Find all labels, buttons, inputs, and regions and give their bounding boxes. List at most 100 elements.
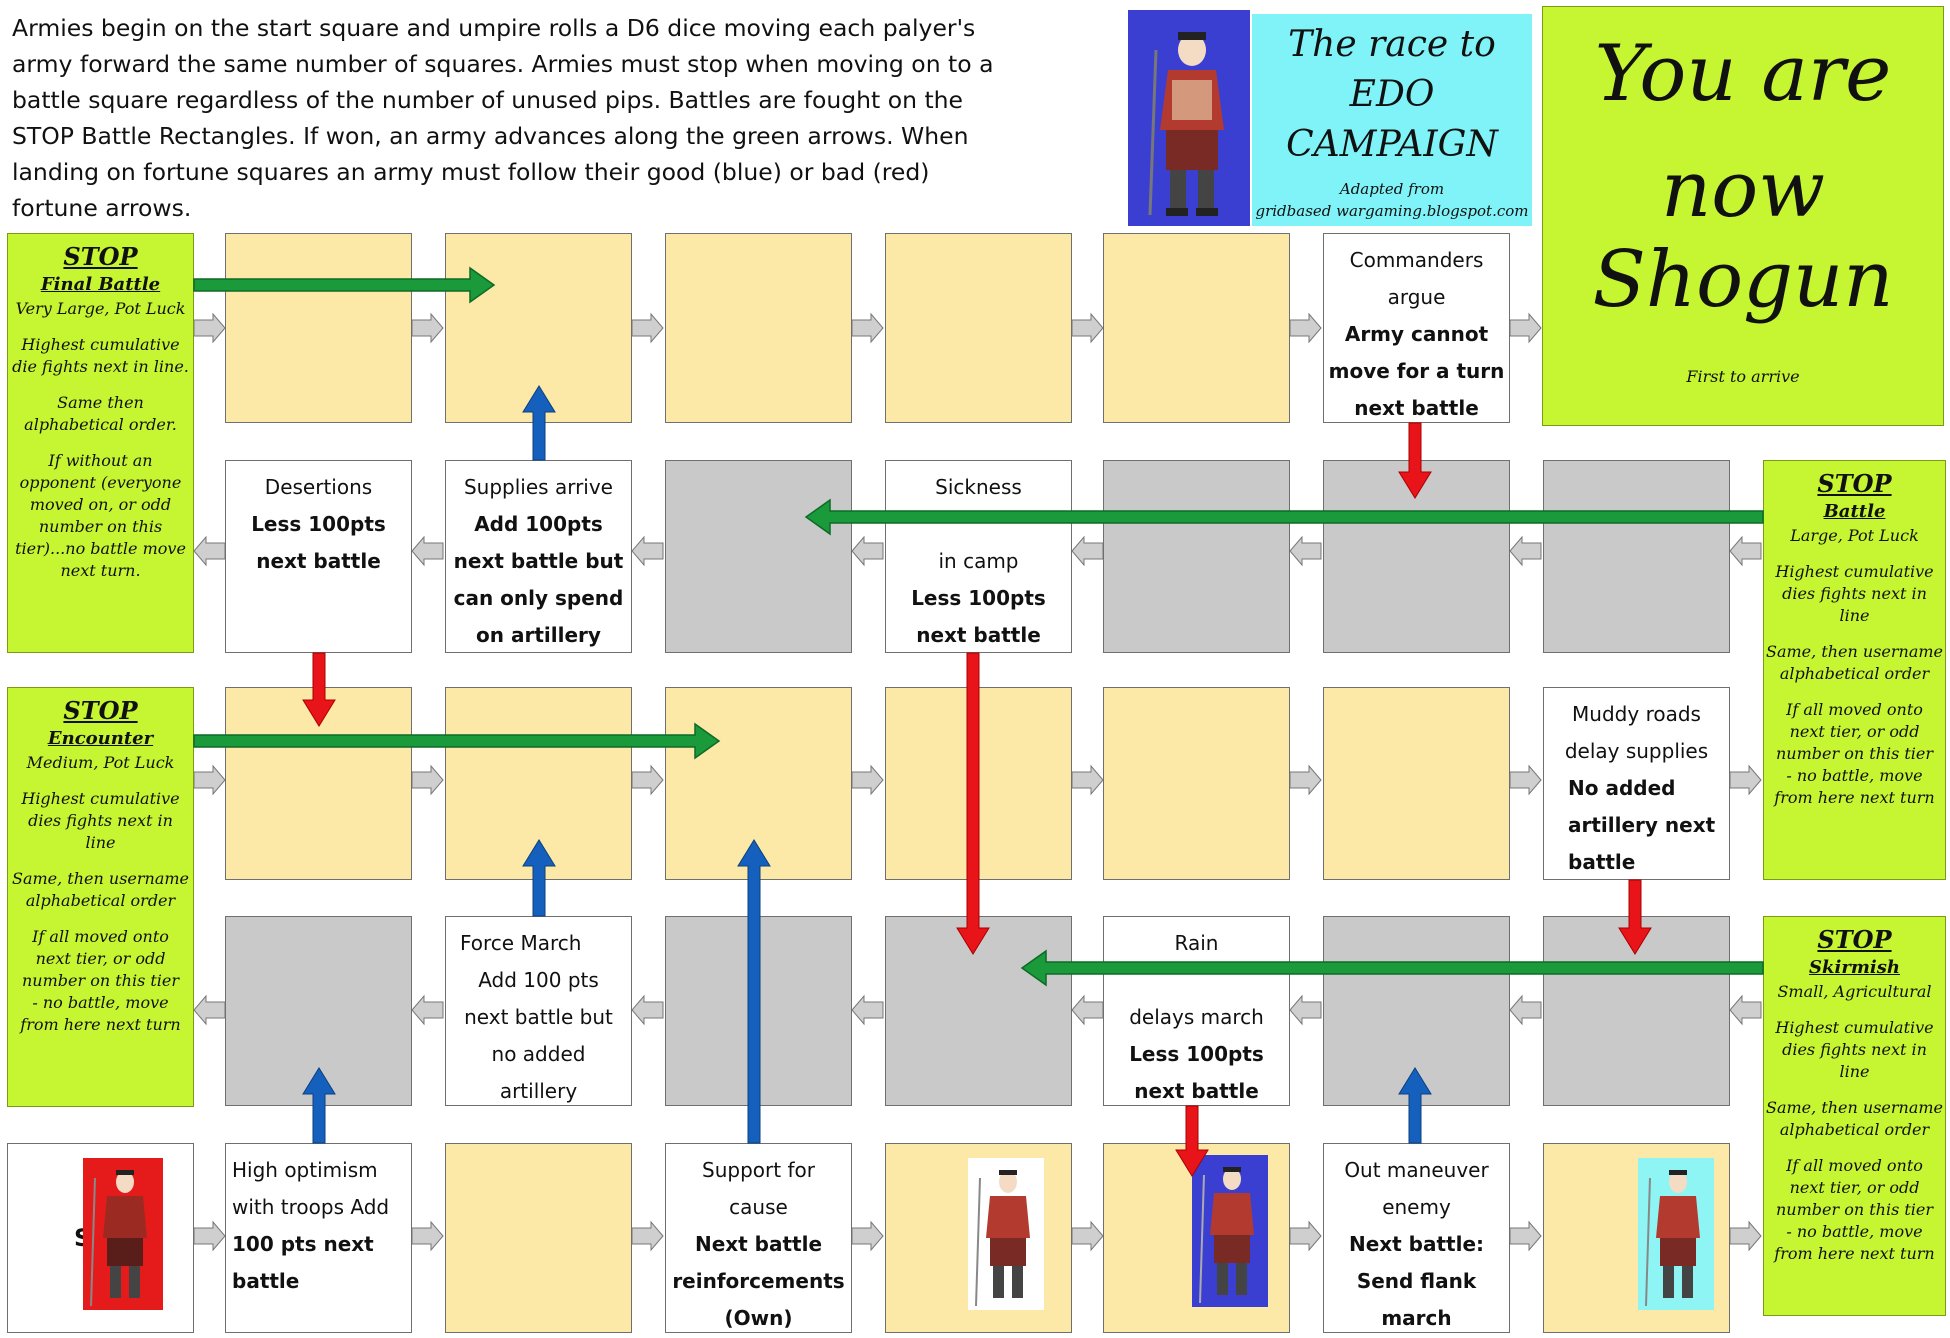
board-square[interactable]: [225, 233, 412, 423]
square-text: Muddy roads: [1572, 702, 1701, 726]
connector-arrow: [1289, 312, 1322, 344]
connector-arrow: [1071, 1220, 1104, 1252]
board-square[interactable]: [885, 916, 1072, 1106]
stop-title: STOP: [1817, 925, 1892, 954]
stop-skirmish[interactable]: STOP Skirmish Small, Agricultural Highes…: [1763, 916, 1946, 1316]
square-text: argue: [1387, 285, 1446, 309]
fortune-force-march[interactable]: Force March Add 100 pts next battle but …: [445, 916, 632, 1106]
board-square[interactable]: [1103, 460, 1290, 653]
square-text: on artillery: [476, 623, 601, 647]
connector-arrow: [851, 764, 884, 796]
stop-rule: Highest cumulative: [21, 335, 180, 354]
connector-arrow: [1509, 312, 1542, 344]
square-text: artillery: [499, 1079, 578, 1103]
connector-arrow: [411, 312, 444, 344]
player-token-cyan[interactable]: [1638, 1158, 1714, 1310]
stop-rule: from here next turn: [20, 1015, 181, 1034]
connector-arrow: [193, 535, 226, 567]
square-text: Support for: [702, 1158, 815, 1182]
stop-size: Large, Pot Luck: [1790, 526, 1919, 545]
square-text: Next battle:: [1348, 1232, 1485, 1256]
square-text: Send flank: [1356, 1269, 1477, 1293]
connector-arrow: [1289, 1220, 1322, 1252]
fortune-support-for-cause[interactable]: Support for cause Next battle reinforcem…: [665, 1143, 852, 1333]
player-token-white[interactable]: [968, 1158, 1044, 1310]
stop-rule: If all moved onto: [1786, 1156, 1923, 1175]
connector-arrow: [1289, 994, 1322, 1026]
fortune-sickness[interactable]: Sickness in camp Less 100pts next battle: [885, 460, 1072, 653]
stop-title: STOP: [63, 696, 138, 725]
connector-arrow: [631, 535, 664, 567]
stop-encounter[interactable]: STOP Encounter Medium, Pot Luck Highest …: [7, 687, 194, 1107]
connector-arrow: [411, 994, 444, 1026]
square-text: enemy: [1382, 1195, 1451, 1219]
connector-arrow: [631, 1220, 664, 1252]
stop-rule: dies fights next in: [28, 811, 173, 830]
board-square[interactable]: [1323, 687, 1510, 880]
square-text: Add 100pts: [474, 512, 603, 536]
stop-rule: Highest cumulative: [1775, 562, 1934, 581]
rules-line: fortune arrows.: [12, 194, 192, 222]
stop-rule: If all moved onto: [1786, 700, 1923, 719]
board-square[interactable]: [445, 1143, 632, 1333]
square-text: march: [1381, 1306, 1452, 1330]
rules-line: STOP Battle Rectangles. If won, an army …: [12, 122, 969, 150]
square-text: Less 100pts: [1129, 1042, 1264, 1066]
board-square[interactable]: [665, 460, 852, 653]
connector-arrow: [1509, 994, 1542, 1026]
stop-rule: Same, then username: [1766, 1098, 1944, 1117]
green-arrow: [1020, 949, 1764, 987]
connector-arrow: [1509, 535, 1542, 567]
stop-rule: next tier, or odd: [1789, 1178, 1920, 1197]
stop-subtitle: Skirmish: [1809, 957, 1900, 978]
square-text: next battle: [256, 549, 381, 573]
board-square[interactable]: [1543, 460, 1730, 653]
board-square[interactable]: [1103, 233, 1290, 423]
connector-arrow: [631, 994, 664, 1026]
square-text: Less 100pts: [911, 586, 1046, 610]
green-arrow: [193, 266, 496, 304]
red-arrow: [1175, 1105, 1209, 1177]
connector-arrow: [1729, 1220, 1762, 1252]
connector-arrow: [851, 994, 884, 1026]
stop-rule: next tier, or odd: [35, 949, 166, 968]
square-text: in camp: [938, 549, 1019, 573]
stop-rule: from here next turn: [1774, 788, 1935, 807]
blue-arrow: [522, 839, 556, 917]
square-text: Rain: [1174, 931, 1219, 955]
fortune-high-optimism[interactable]: High optimism with troops Add 100 pts ne…: [225, 1143, 412, 1333]
rules-line: army forward the same number of squares.…: [12, 50, 994, 78]
square-text: delays march: [1129, 1005, 1264, 1029]
square-text: next battle: [916, 623, 1041, 647]
stop-rule: from here next turn: [1774, 1244, 1935, 1263]
campaign-title-box: The race to EDO CAMPAIGN Adapted from gr…: [1252, 14, 1532, 226]
red-arrow: [1618, 879, 1652, 955]
square-text: no added: [491, 1042, 586, 1066]
board-square[interactable]: [1103, 687, 1290, 880]
square-text: move for a turn: [1328, 359, 1505, 383]
board-square[interactable]: [885, 233, 1072, 423]
fortune-muddy-roads[interactable]: Muddy roads delay supplies No added arti…: [1543, 687, 1730, 880]
fortune-desertions[interactable]: Desertions Less 100pts next battle: [225, 460, 412, 653]
fortune-rain[interactable]: Rain delays march Less 100pts next battl…: [1103, 916, 1290, 1106]
stop-rule: If all moved onto: [32, 927, 169, 946]
stop-battle[interactable]: STOP Battle Large, Pot Luck Highest cumu…: [1763, 460, 1946, 880]
stop-rule: Same then: [57, 393, 144, 412]
fortune-supplies-arrive[interactable]: Supplies arrive Add 100pts next battle b…: [445, 460, 632, 653]
fortune-commanders-argue[interactable]: Commanders argue Army cannot move for a …: [1323, 233, 1510, 423]
player-token-red[interactable]: [83, 1158, 163, 1310]
stop-rule: number on this: [38, 517, 163, 536]
rules-line: Armies begin on the start square and ump…: [12, 14, 976, 42]
blue-arrow: [302, 1067, 336, 1144]
stop-final-battle[interactable]: STOP Final Battle Very Large, Pot Luck H…: [7, 233, 194, 653]
title-line: EDO: [1349, 74, 1435, 115]
board-square[interactable]: [665, 233, 852, 423]
connector-arrow: [193, 312, 226, 344]
player-token-blue[interactable]: [1192, 1155, 1268, 1307]
square-text: (Own): [724, 1306, 793, 1330]
square-text: reinforcements: [672, 1269, 845, 1293]
square-text: High optimism: [232, 1158, 378, 1182]
fortune-out-maneuver[interactable]: Out maneuver enemy Next battle: Send fla…: [1323, 1143, 1510, 1333]
connector-arrow: [1729, 764, 1762, 796]
